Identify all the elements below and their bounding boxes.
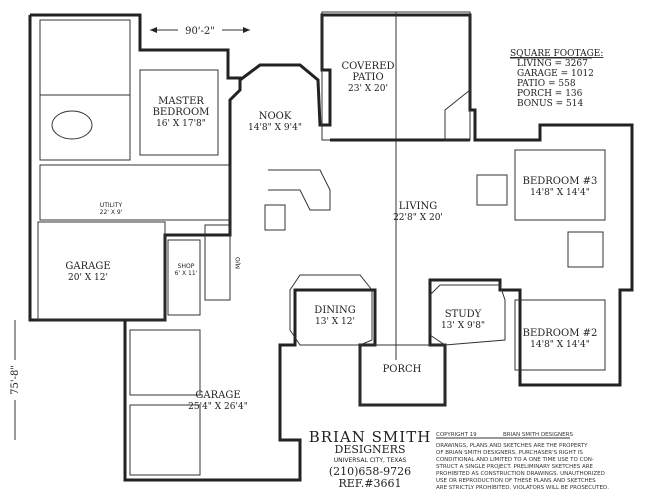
svg-text:DRAWINGS, PLANS AND SKETCHES A: DRAWINGS, PLANS AND SKETCHES ARE THE PRO… xyxy=(436,443,588,449)
room-utility: UTILITY 22' X 9' xyxy=(100,202,123,216)
svg-text:LIVING = 3267: LIVING = 3267 xyxy=(517,59,588,69)
svg-text:PORCH = 136: PORCH = 136 xyxy=(517,89,583,99)
width-dimension-label: 90'-2" xyxy=(185,26,215,37)
svg-text:13' X 12': 13' X 12' xyxy=(315,317,355,327)
svg-text:14'8" X 9'4": 14'8" X 9'4" xyxy=(248,123,302,133)
room-garage-small: GARAGE 20' X 12' xyxy=(65,261,110,283)
room-master-bedroom: MASTER BEDROOM 16' X 17'8" xyxy=(153,96,210,129)
svg-text:USE OR REPRODUCTION OF THESE P: USE OR REPRODUCTION OF THESE PLANS AND S… xyxy=(436,478,596,484)
svg-text:22' X 9': 22' X 9' xyxy=(100,209,123,216)
svg-text:13' X 9'8": 13' X 9'8" xyxy=(441,321,485,331)
svg-text:PATIO: PATIO xyxy=(352,72,383,83)
svg-text:NOOK: NOOK xyxy=(259,111,292,122)
svg-text:25'4" X 26'4": 25'4" X 26'4" xyxy=(188,402,248,412)
svg-text:LIVING: LIVING xyxy=(399,201,438,212)
room-bedroom-2: BEDROOM #2 14'8" X 14'4" xyxy=(523,328,598,350)
svg-text:SQUARE FOOTAGE:: SQUARE FOOTAGE: xyxy=(510,49,603,59)
square-footage-table: SQUARE FOOTAGE: LIVING = 3267 GARAGE = 1… xyxy=(510,49,603,109)
svg-text:BEDROOM #2: BEDROOM #2 xyxy=(523,328,598,339)
svg-text:STRUCT A SINGLE PROJECT. PRELI: STRUCT A SINGLE PROJECT. PRELIMINARY SKE… xyxy=(436,464,594,470)
svg-text:GARAGE: GARAGE xyxy=(195,390,240,401)
room-bedroom-3: BEDROOM #3 14'8" X 14'4" xyxy=(523,176,598,198)
svg-text:23' X 20': 23' X 20' xyxy=(348,84,388,94)
microwave-oven-label: M/O xyxy=(235,257,242,269)
room-garage-main: GARAGE 25'4" X 26'4" xyxy=(188,390,248,412)
svg-text:6' X 11': 6' X 11' xyxy=(175,270,198,277)
designer-block: BRIAN SMITH DESIGNERS UNIVERSAL CITY, TE… xyxy=(309,428,432,490)
room-dining: DINING 13' X 12' xyxy=(314,305,355,327)
svg-text:DINING: DINING xyxy=(314,305,355,316)
svg-text:20' X 12': 20' X 12' xyxy=(68,273,108,283)
room-nook: NOOK 14'8" X 9'4" xyxy=(248,111,302,133)
svg-text:COPYRIGHT 19: COPYRIGHT 19 xyxy=(436,432,477,438)
svg-text:14'8" X 14'4": 14'8" X 14'4" xyxy=(530,340,590,350)
svg-text:MASTER: MASTER xyxy=(158,96,204,107)
copyright-notice: COPYRIGHT 19 BRIAN SMITH DESIGNERS DRAWI… xyxy=(436,432,609,491)
svg-text:PATIO = 558: PATIO = 558 xyxy=(517,79,576,89)
svg-text:DESIGNERS: DESIGNERS xyxy=(335,443,406,456)
svg-text:BRIAN SMITH DESIGNERS: BRIAN SMITH DESIGNERS xyxy=(503,432,573,438)
svg-text:COVERED: COVERED xyxy=(341,61,394,72)
depth-dimension-label: 75'-8" xyxy=(10,365,21,395)
room-covered-patio: COVERED PATIO 23' X 20' xyxy=(341,61,394,94)
svg-text:PROHIBITED AS CONSTRUCTION DRA: PROHIBITED AS CONSTRUCTION DRAWINGS. UNA… xyxy=(436,471,605,477)
svg-text:14'8" X 14'4": 14'8" X 14'4" xyxy=(530,188,590,198)
svg-text:UNIVERSAL CITY, TEXAS: UNIVERSAL CITY, TEXAS xyxy=(334,457,407,464)
svg-text:BRIAN SMITH: BRIAN SMITH xyxy=(309,428,432,446)
width-dimension: 90'-2" xyxy=(150,26,250,37)
svg-text:UTILITY: UTILITY xyxy=(100,202,123,209)
svg-text:22'8" X 20': 22'8" X 20' xyxy=(393,213,443,223)
svg-text:BEDROOM #3: BEDROOM #3 xyxy=(523,176,598,187)
svg-text:(210)658-9726: (210)658-9726 xyxy=(329,465,411,478)
walls xyxy=(28,11,634,482)
svg-text:REF.#3661: REF.#3661 xyxy=(339,477,402,490)
room-study: STUDY 13' X 9'8" xyxy=(441,309,485,331)
svg-text:BEDROOM: BEDROOM xyxy=(153,107,210,118)
svg-text:ARE STRICTLY PROHIBITED. VIOLA: ARE STRICTLY PROHIBITED. VIOLATORS WILL … xyxy=(436,485,609,491)
room-porch: PORCH xyxy=(383,364,422,375)
svg-text:GARAGE = 1012: GARAGE = 1012 xyxy=(517,69,594,79)
svg-text:SHOP: SHOP xyxy=(178,263,195,270)
svg-text:BONUS = 514: BONUS = 514 xyxy=(517,99,583,109)
svg-text:CONDITIONAL AND LIMITED TO A O: CONDITIONAL AND LIMITED TO A ONE TIME US… xyxy=(436,457,594,463)
svg-text:GARAGE: GARAGE xyxy=(65,261,110,272)
svg-text:16' X 17'8": 16' X 17'8" xyxy=(156,119,206,129)
svg-text:STUDY: STUDY xyxy=(445,309,482,320)
depth-dimension: 75'-8" xyxy=(10,320,21,440)
room-shop: SHOP 6' X 11' xyxy=(175,263,198,277)
room-living: LIVING 22'8" X 20' xyxy=(393,201,443,223)
svg-text:OF BRIAN SMITH DESIGNERS. PURC: OF BRIAN SMITH DESIGNERS. PURCHASER'S RI… xyxy=(436,450,583,456)
